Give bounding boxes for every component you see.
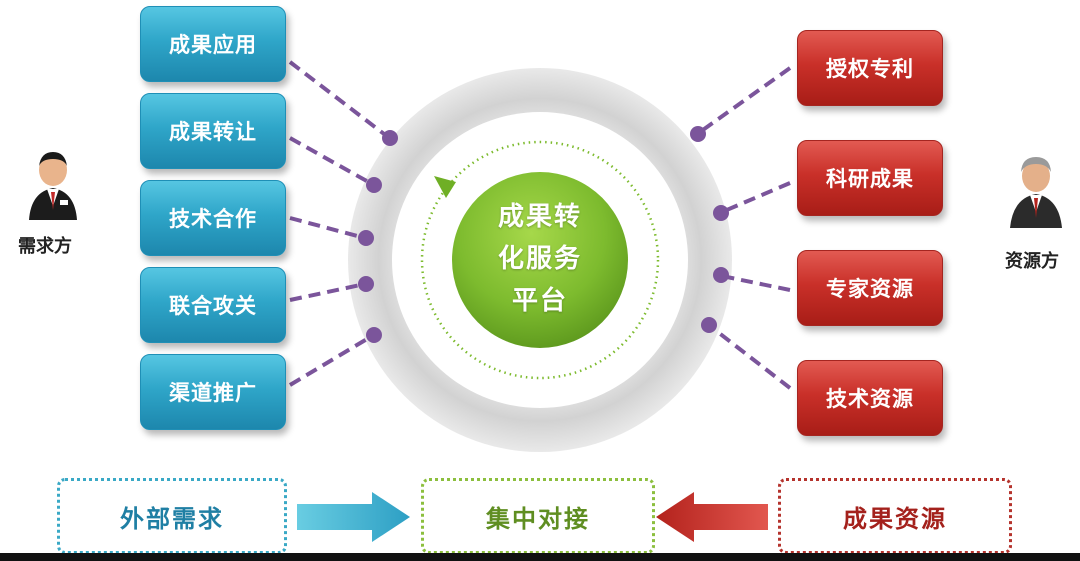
- node-left-4: [358, 276, 374, 292]
- central-matching-box[interactable]: 集中对接: [421, 478, 655, 554]
- achievement-resources-box[interactable]: 成果资源: [778, 478, 1012, 554]
- male-user-icon: [29, 152, 77, 220]
- resource-side-label: 资源方: [1005, 247, 1059, 273]
- connector-right-3: [722, 276, 790, 290]
- right-item-box[interactable]: 专家资源: [797, 250, 943, 326]
- left-item-box[interactable]: 联合攻关: [140, 267, 286, 343]
- left-item-box[interactable]: 渠道推广: [140, 354, 286, 430]
- right-item-box[interactable]: 技术资源: [797, 360, 943, 436]
- connector-right-4: [710, 326, 790, 388]
- connector-left-1: [290, 62, 388, 137]
- node-right-4: [701, 317, 717, 333]
- arrow-right-blue: [297, 492, 410, 542]
- bottom-edge-bar: [0, 553, 1080, 561]
- external-demand-box[interactable]: 外部需求: [57, 478, 287, 554]
- platform-title-line-1: 成果转: [470, 196, 610, 238]
- platform-title-line-3: 平台: [470, 280, 610, 322]
- right-item-box[interactable]: 授权专利: [797, 30, 943, 106]
- connector-right-2: [722, 183, 790, 212]
- elder-manager-icon: [1010, 157, 1062, 228]
- node-left-3: [358, 230, 374, 246]
- connector-left-2: [290, 138, 372, 184]
- platform-title-line-2: 化服务: [470, 238, 610, 280]
- left-item-box[interactable]: 成果转让: [140, 93, 286, 169]
- arrow-left-red: [656, 492, 768, 542]
- right-item-box[interactable]: 科研成果: [797, 140, 943, 216]
- demand-side-label: 需求方: [18, 232, 72, 258]
- connector-right-1: [700, 68, 790, 132]
- connector-left-5: [290, 336, 372, 385]
- left-item-box[interactable]: 成果应用: [140, 6, 286, 82]
- node-right-1: [690, 126, 706, 142]
- node-right-2: [713, 205, 729, 221]
- node-left-1: [382, 130, 398, 146]
- left-item-box[interactable]: 技术合作: [140, 180, 286, 256]
- node-right-3: [713, 267, 729, 283]
- node-left-2: [366, 177, 382, 193]
- platform-title: 成果转 化服务 平台: [470, 196, 610, 322]
- node-left-5: [366, 327, 382, 343]
